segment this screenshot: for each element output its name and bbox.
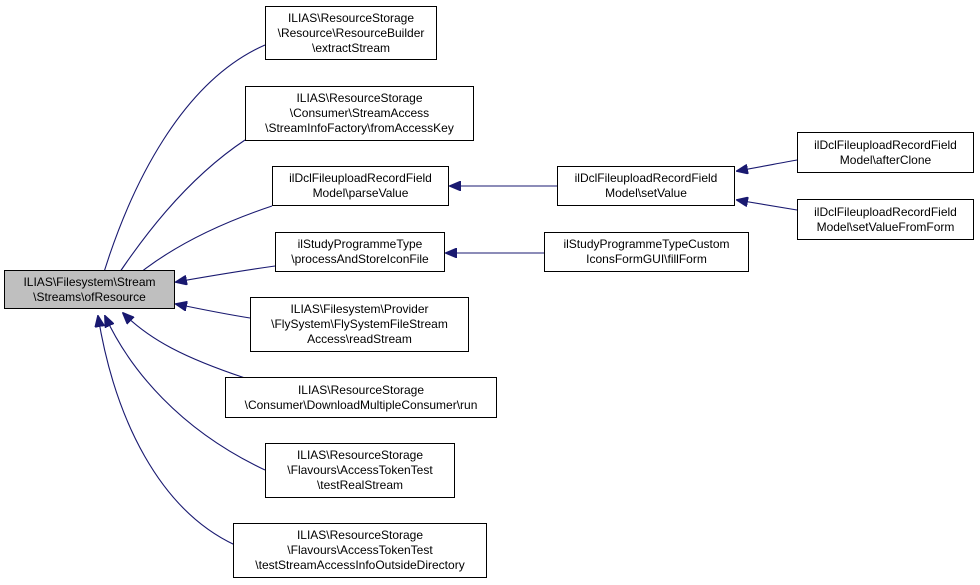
focus-node-streams-ofresource: ILIAS\Filesystem\Stream \Streams\ofResou… — [4, 270, 175, 309]
node-label: ilDclFileuploadRecordField Model\setValu… — [814, 204, 957, 234]
edge-process-and-store — [176, 265, 276, 282]
node-accesstokentest-teststreamaccessinfooutsidedirectory[interactable]: ILIAS\ResourceStorage \Flavours\AccessTo… — [233, 523, 487, 578]
node-flysystemfilestreamaccess-readstream[interactable]: ILIAS\Filesystem\Provider \FlySystem\Fly… — [250, 297, 469, 352]
node-label: ILIAS\ResourceStorage \Flavours\AccessTo… — [255, 528, 465, 572]
edge-test-outside-dir — [98, 316, 236, 546]
node-label: ILIAS\ResourceStorage \Consumer\Download… — [244, 382, 478, 412]
node-fileuploadrecordfield-parsevalue[interactable]: ilDclFileuploadRecordField Model\parseVa… — [272, 166, 449, 206]
edge-extract-stream — [98, 44, 266, 292]
node-streaminfofactory-fromaccesskey[interactable]: ILIAS\ResourceStorage \Consumer\StreamAc… — [245, 86, 474, 141]
edge-after-clone — [737, 159, 798, 171]
node-fileuploadrecordfield-afterclone[interactable]: ilDclFileuploadRecordField Model\afterCl… — [797, 132, 974, 173]
node-resourcebuilder-extractstream[interactable]: ILIAS\ResourceStorage \Resource\Resource… — [265, 6, 437, 60]
node-iconsformgui-fillform[interactable]: ilStudyProgrammeTypeCustom IconsFormGUI\… — [544, 232, 749, 272]
node-label: ilDclFileuploadRecordField Model\setValu… — [574, 171, 718, 200]
node-label: ilStudyProgrammeTypeCustom IconsFormGUI\… — [563, 237, 730, 266]
node-label: ilStudyProgrammeType \processAndStoreIco… — [291, 237, 429, 266]
edge-read-stream — [176, 304, 251, 319]
node-fileuploadrecordfield-setvaluefromform[interactable]: ilDclFileuploadRecordField Model\setValu… — [797, 199, 974, 240]
node-label: ILIAS\ResourceStorage \Resource\Resource… — [277, 10, 425, 55]
node-label: ilDclFileuploadRecordField Model\parseVa… — [289, 171, 432, 200]
edge-download-run — [123, 313, 246, 379]
node-fileuploadrecordfield-setvalue[interactable]: ilDclFileuploadRecordField Model\setValu… — [557, 166, 735, 206]
node-accesstokentest-testrealstream[interactable]: ILIAS\ResourceStorage \Flavours\AccessTo… — [265, 443, 455, 498]
edge-test-real-stream — [105, 316, 266, 471]
node-label: ILIAS\Filesystem\Provider \FlySystem\Fly… — [271, 302, 448, 346]
node-studyprogrammetype-processandstoreiconfile[interactable]: ilStudyProgrammeType \processAndStoreIco… — [275, 232, 445, 272]
node-downloadmultipleconsumer-run[interactable]: ILIAS\ResourceStorage \Consumer\Download… — [225, 377, 497, 418]
edge-set-value-from-form — [737, 200, 798, 211]
node-label: ILIAS\ResourceStorage \Flavours\AccessTo… — [287, 448, 433, 492]
node-label: ilDclFileuploadRecordField Model\afterCl… — [814, 137, 957, 167]
node-label: ILIAS\Filesystem\Stream \Streams\ofResou… — [23, 274, 156, 304]
node-label: ILIAS\ResourceStorage \Consumer\StreamAc… — [265, 91, 454, 135]
